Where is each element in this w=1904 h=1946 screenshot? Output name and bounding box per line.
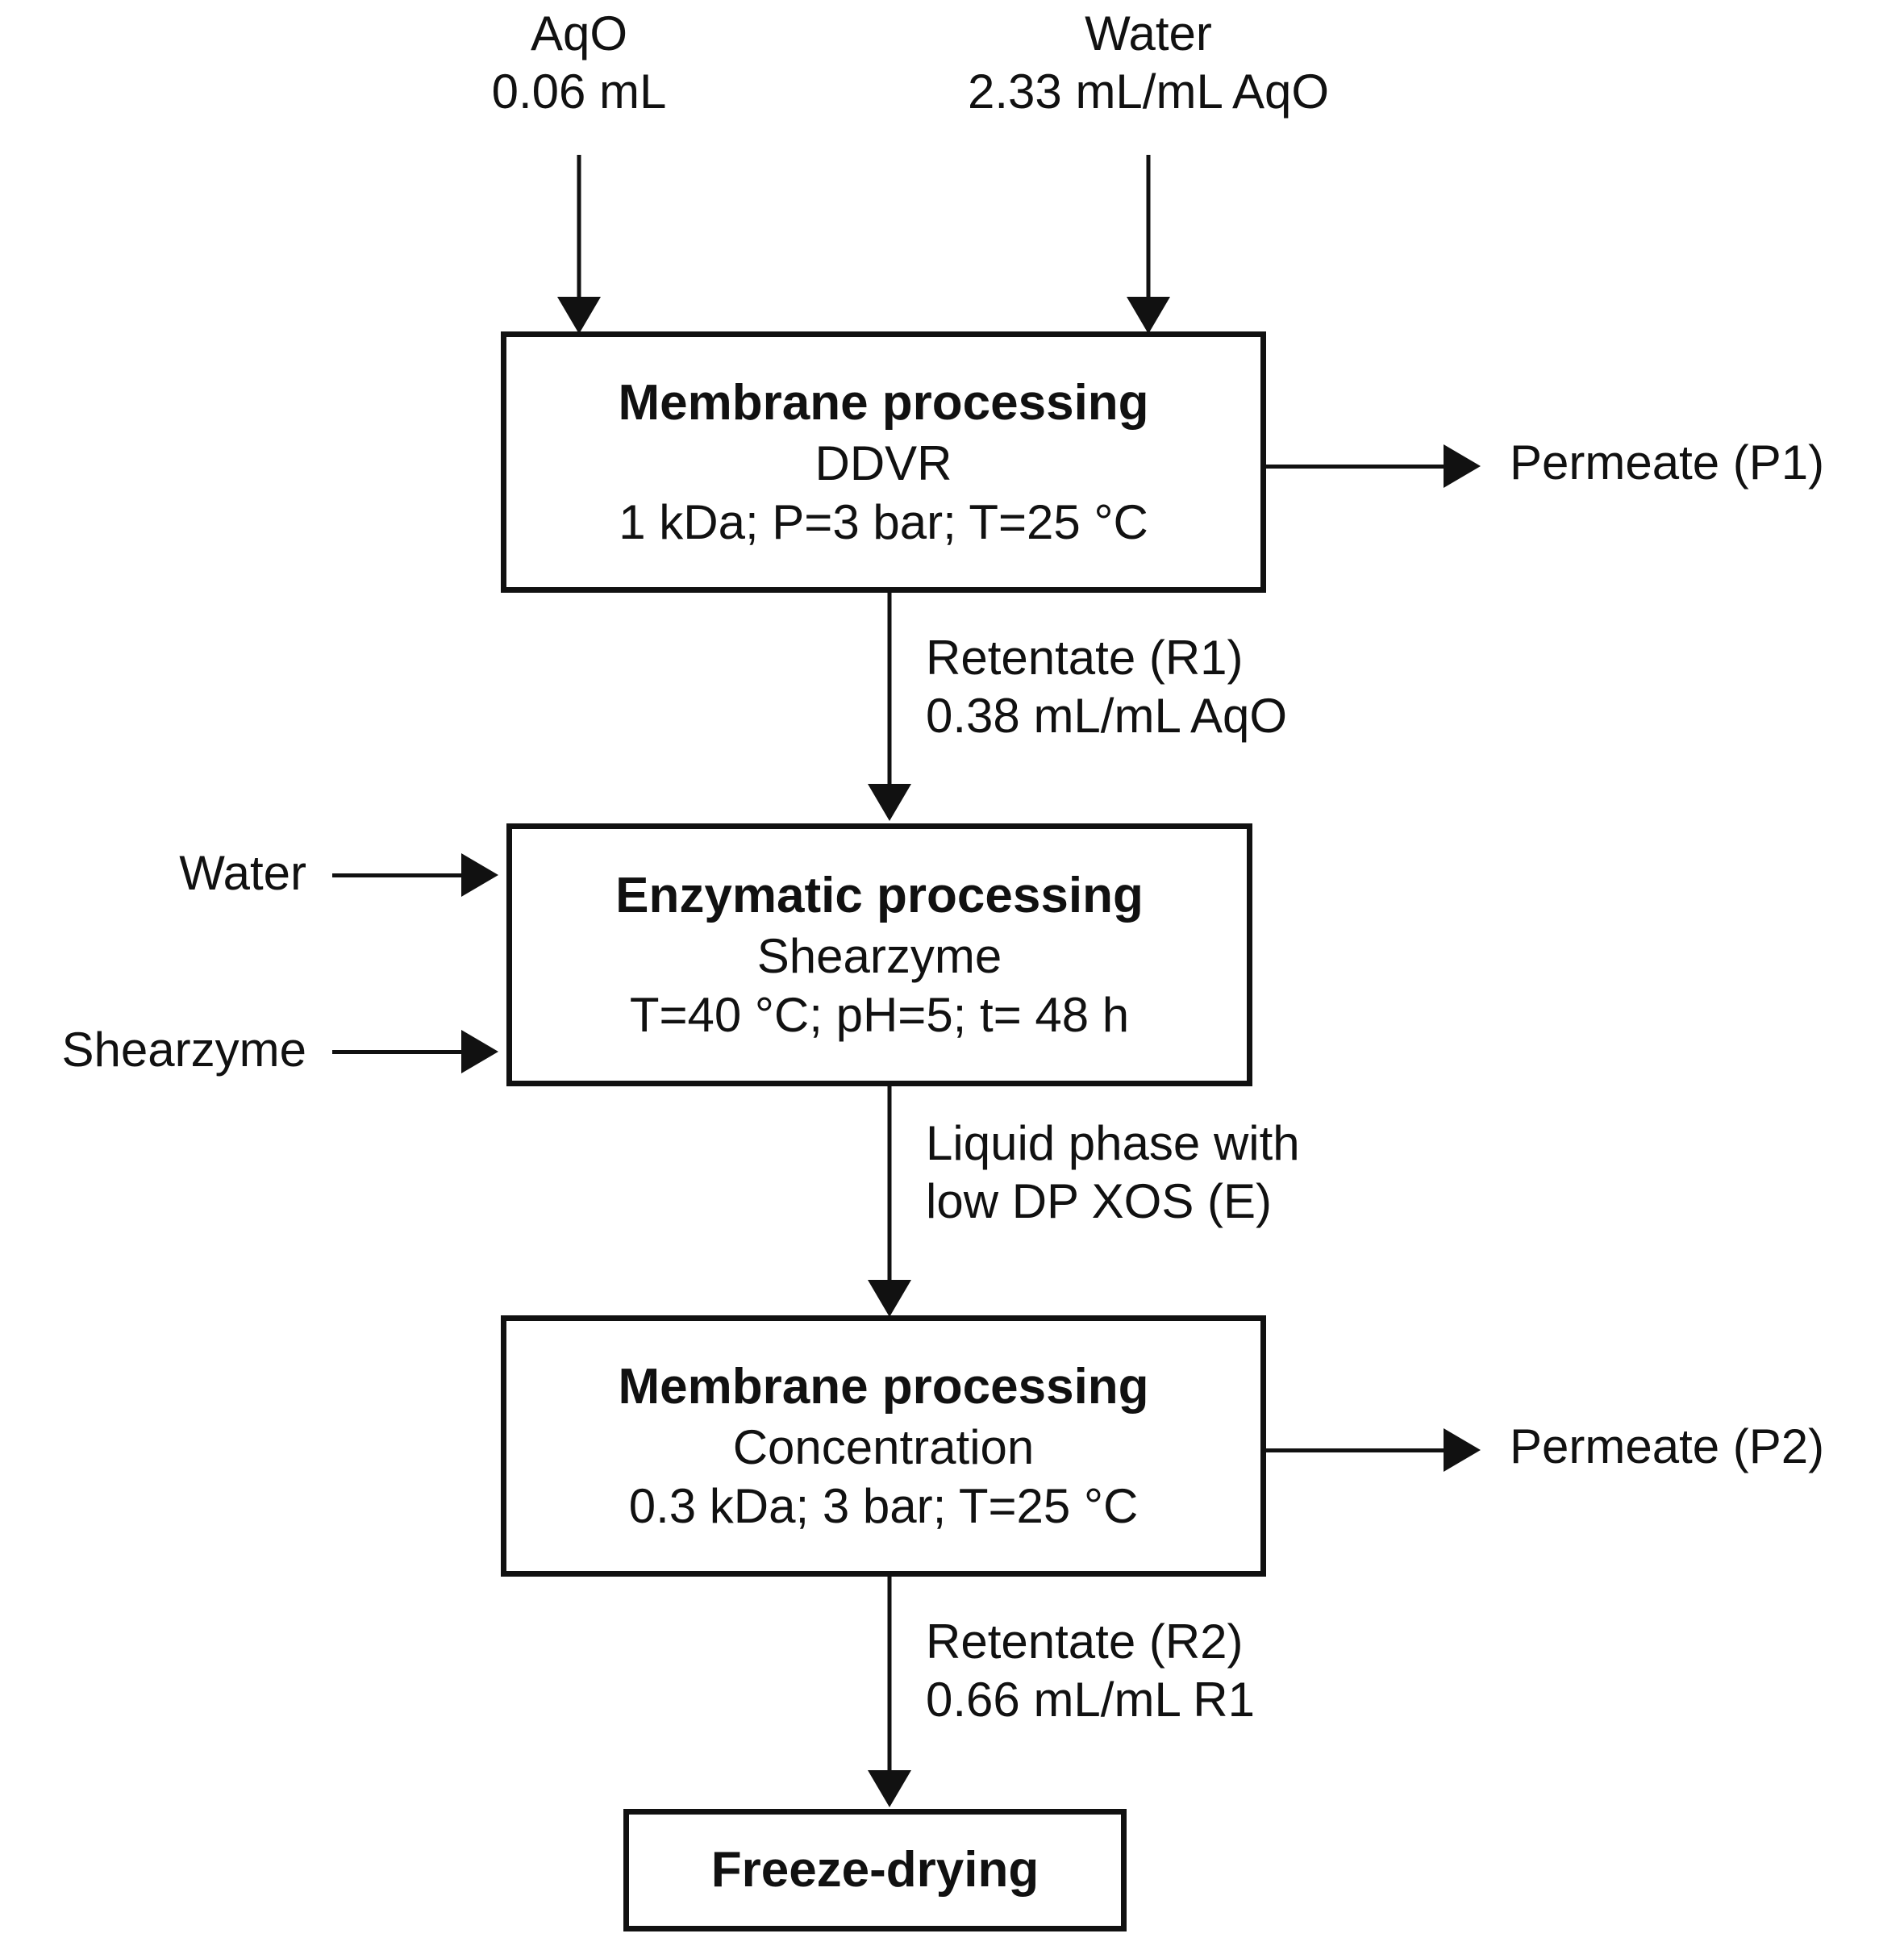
enzymatic-title: Enzymatic processing <box>615 868 1144 923</box>
retentate1-name: Retentate (R1) <box>926 631 1244 685</box>
stream-label-permeate1: Permeate (P1) <box>1510 435 1825 490</box>
connector-water-side-line <box>332 873 461 877</box>
connector-aqo-line <box>577 155 581 300</box>
connector-permeate2-line <box>1266 1448 1444 1452</box>
retentate2-name: Retentate (R2) <box>926 1615 1244 1669</box>
membrane2-title: Membrane processing <box>618 1359 1149 1415</box>
water-top-name: Water <box>1085 6 1212 60</box>
retentate1-amount: 0.38 mL/mL AqO <box>926 689 1288 743</box>
process-box-freeze-drying[interactable]: Freeze-drying <box>623 1809 1127 1931</box>
connector-shearzyme-side-line <box>332 1050 461 1054</box>
input-label-water-top: Water 2.33 mL/mL AqO <box>968 5 1329 121</box>
aqo-amount: 0.06 mL <box>491 65 667 119</box>
connector-permeate1-arrowhead <box>1444 444 1481 488</box>
connector-liquid-phase-arrowhead <box>868 1280 911 1317</box>
connector-water-top-arrowhead <box>1127 297 1170 334</box>
input-label-water-side: Water <box>179 846 306 900</box>
aqo-name: AqO <box>530 6 628 60</box>
connector-water-side-arrowhead <box>461 853 498 897</box>
stream-label-liquid-phase: Liquid phase with low DP XOS (E) <box>926 1115 1300 1231</box>
connector-water-top-line <box>1146 155 1151 300</box>
connector-retentate2-arrowhead <box>868 1770 911 1807</box>
connector-retentate1-arrowhead <box>868 784 911 821</box>
input-label-aqo: AqO 0.06 mL <box>492 5 667 121</box>
membrane1-subtitle: DDVR <box>815 435 952 490</box>
stream-label-retentate2: Retentate (R2) 0.66 mL/mL R1 <box>926 1613 1255 1729</box>
connector-aqo-arrowhead <box>557 297 601 334</box>
connector-shearzyme-side-arrowhead <box>461 1030 498 1073</box>
retentate2-amount: 0.66 mL/mL R1 <box>926 1673 1255 1727</box>
connector-permeate1-line <box>1266 465 1444 469</box>
freeze-drying-title: Freeze-drying <box>710 1842 1039 1898</box>
connector-retentate2-line <box>887 1577 892 1773</box>
connector-liquid-phase-line <box>887 1086 892 1282</box>
connector-retentate1-line <box>887 593 892 786</box>
stream-label-permeate2: Permeate (P2) <box>1510 1419 1825 1473</box>
membrane1-conditions: 1 kDa; P=3 bar; T=25 °C <box>619 494 1148 549</box>
enzymatic-subtitle: Shearzyme <box>756 928 1002 983</box>
enzymatic-conditions: T=40 °C; pH=5; t= 48 h <box>629 987 1130 1042</box>
stream-label-retentate1: Retentate (R1) 0.38 mL/mL AqO <box>926 629 1287 745</box>
liquid-phase-line1: Liquid phase with <box>926 1116 1300 1170</box>
input-label-shearzyme-side: Shearzyme <box>61 1023 306 1077</box>
membrane2-conditions: 0.3 kDa; 3 bar; T=25 °C <box>628 1478 1139 1533</box>
membrane2-subtitle: Concentration <box>732 1419 1035 1474</box>
liquid-phase-line2: low DP XOS (E) <box>926 1174 1272 1228</box>
water-top-amount: 2.33 mL/mL AqO <box>967 65 1330 119</box>
process-box-membrane-2[interactable]: Membrane processing Concentration 0.3 kD… <box>501 1315 1266 1577</box>
process-box-enzymatic[interactable]: Enzymatic processing Shearzyme T=40 °C; … <box>506 823 1252 1086</box>
process-box-membrane-1[interactable]: Membrane processing DDVR 1 kDa; P=3 bar;… <box>501 331 1266 593</box>
membrane1-title: Membrane processing <box>618 375 1149 431</box>
connector-permeate2-arrowhead <box>1444 1428 1481 1472</box>
